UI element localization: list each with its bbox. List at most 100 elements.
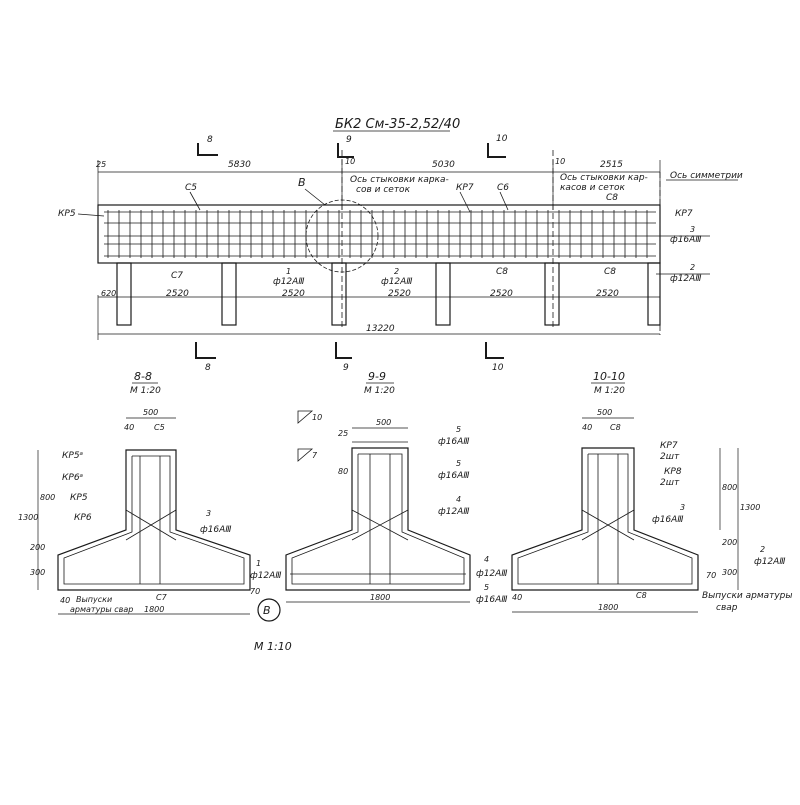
detail-B-scale: М 1:10 [254,640,292,653]
section-8-title: 8-8 [134,370,152,383]
s10-dim-1300: 1300 [740,503,760,512]
s9-dim-80: 80 [338,467,348,476]
s8-dim-200: 200 [30,543,45,552]
callout-B-label: В [298,176,306,189]
s9-bar4-num-a: 4 [456,495,461,504]
s8-dim-800: 800 [40,493,55,502]
cut-mark-9-top [337,143,354,158]
s9-weld-7: 7 [312,451,318,460]
leader [499,191,509,211]
beam-outline [97,204,661,264]
s9-bar4-spec-a: ф12АⅢ [438,507,470,517]
dim-5030: 5030 [432,160,455,170]
s10-dim-300: 300 [722,568,737,577]
dim-5830: 5830 [228,160,251,170]
symmetry-axis-label: Ось симметрии [670,171,743,181]
joint-note-2a: Ось стыковки кар- [560,173,648,183]
s10-bar3-spec: ф16АⅢ [652,515,684,525]
s10-outlet-1: Выпуски арматуры [702,591,793,601]
label-c5: С5 [185,183,197,193]
elevation-view: 25 5830 5030 2515 10 10 В Ось стыковки к… [58,150,743,340]
s8-kp6a: КР6ᵃ [62,473,84,483]
s10-dim-800: 800 [722,483,737,492]
detail-B-letter: В [263,604,271,617]
s8-kp5a: КР5ᵃ [62,451,84,461]
dim-2520-5: 2520 [596,289,619,299]
s10-kp7-qty: 2шт [660,452,680,462]
dim-2515: 2515 [600,160,623,170]
bar1-spec: ф12АⅢ [273,277,305,287]
s9-weld-10: 10 [312,413,322,422]
rebar-diag [581,509,635,541]
section-8-rebar [63,455,245,585]
section-8-scale: М 1:20 [130,386,161,396]
mark-10-right: 10 [555,157,565,166]
s9-bar5-spec-a: ф16АⅢ [438,437,470,447]
s8-dim-500: 500 [143,408,158,417]
joint-note-2b: касов и сеток [560,183,626,193]
cut-mark-10-top [487,143,506,158]
section-8-8: 8-8 М 1:20 500 40 С5 КР5ᵃ КР6ᵃ КР5 КР6 3… [18,370,292,653]
s8-dim-1800: 1800 [144,605,164,614]
section-9-scale: М 1:20 [364,386,395,396]
section-9-outline [285,447,471,591]
beam-leg [221,262,237,326]
s10-dim-70: 70 [706,571,716,580]
mark-10-left: 10 [345,157,355,166]
beam-leg [435,262,451,326]
cut-mark-9-bottom [335,342,352,359]
s10-outlet-2: свар [716,603,738,613]
bar3-spec: ф16АⅢ [670,235,702,245]
cut-mark-8-bottom [195,342,216,359]
dim-2520-2: 2520 [282,289,305,299]
cut-mark-9-top-num: 9 [346,135,352,145]
label-c7: С7 [171,271,183,281]
s8-dim-1300: 1300 [18,513,38,522]
label-c8b: С8 [604,267,616,277]
bar2-num: 2 [394,267,399,276]
rebar-diag [125,509,177,541]
s10-kp8: КР8 [664,467,682,477]
section-10-rebar [517,453,693,585]
s10-bar2-num: 2 [760,545,765,554]
callout-circle-B [305,199,379,273]
leader [459,191,471,213]
stirrups-group [107,210,648,258]
dim-25: 25 [96,160,106,169]
label-kp5: КР5 [58,209,76,219]
section-9-9: 9-9 М 1:20 500 10 7 25 80 5 ф16АⅢ 5 ф16А… [285,370,508,605]
s10-bar2-spec: ф12АⅢ [754,557,786,567]
s9-bar5-num-c: 5 [484,583,489,592]
dim-2520-3: 2520 [388,289,411,299]
joint-note-2c: С8 [606,193,618,203]
cut-mark-8-top [197,143,218,156]
s9-bar4-spec-b: ф12АⅢ [476,569,508,579]
s9-bar5-num-a: 5 [456,425,461,434]
bar2-spec-right: ф12АⅢ [670,274,702,284]
s8-outlet-2: арматуры свар [70,605,133,614]
s10-c8: С8 [610,423,621,432]
label-kp7: КР7 [675,209,693,219]
s8-dim-300: 300 [30,568,45,577]
s10-bar3-num: 3 [680,503,685,512]
s9-bar5-spec-c: ф16АⅢ [476,595,508,605]
section-marks: 8 9 10 8 9 10 [195,134,508,373]
s9-dim-500: 500 [376,418,391,427]
leader [77,213,105,217]
joint-note-1a: Ось стыковки карка- [350,175,449,185]
s10-dim-200: 200 [722,538,737,547]
cut-mark-8-top-num: 8 [207,135,213,145]
s10-dim-40b: 40 [512,593,522,602]
dim-total: 13220 [366,324,395,334]
s8-bar1-spec: ф12АⅢ [250,571,282,581]
s8-kp6: КР6 [74,513,92,523]
s10-kp7: КР7 [660,441,678,451]
section-9-title: 9-9 [368,370,386,383]
s10-dim-40: 40 [582,423,592,432]
cut-mark-10-bottom [485,342,504,359]
joint-note-1b: сов и сеток [356,185,411,195]
s8-dim-70: 70 [250,587,260,596]
s10-kp8-qty: 2шт [660,478,680,488]
